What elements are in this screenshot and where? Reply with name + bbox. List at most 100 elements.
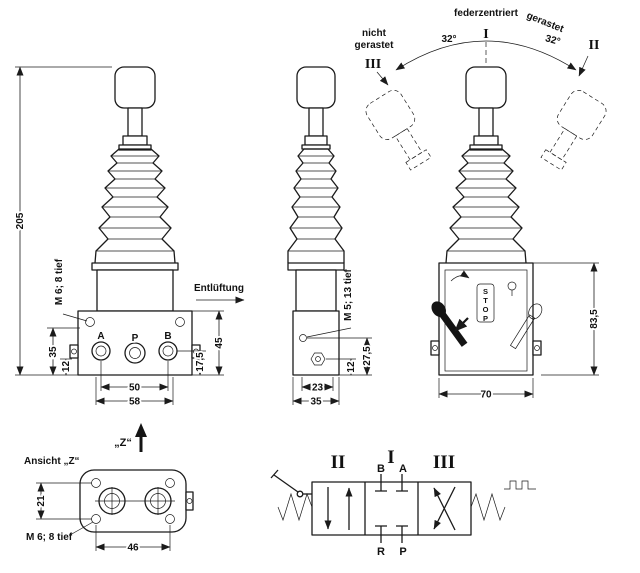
z-ref-label: „Z“ bbox=[114, 437, 132, 449]
front-dimensions: 205 M 6; 8 tief 35 12 45 17,5 50 bbox=[13, 66, 245, 452]
dim-46: 46 bbox=[127, 543, 139, 554]
port-b-inner bbox=[162, 345, 174, 357]
position-tab-left-hole bbox=[432, 345, 438, 351]
port-p-outer bbox=[124, 342, 146, 364]
schematic-i-label: I bbox=[387, 447, 394, 468]
z-view-tab-hole bbox=[186, 498, 193, 504]
front-body: A P B bbox=[69, 262, 201, 376]
side-block bbox=[292, 310, 340, 376]
dim-17-5: 17,5 bbox=[195, 352, 206, 372]
lever-tilted-right bbox=[540, 89, 607, 171]
side-body bbox=[287, 262, 345, 376]
position-joystick bbox=[445, 66, 527, 264]
front-ring bbox=[118, 144, 152, 151]
position-view: federzentriert I 32° 32° gerastet II nic… bbox=[355, 8, 607, 402]
dim-70: 70 bbox=[480, 390, 492, 401]
decal-lever-left-icon bbox=[431, 301, 468, 347]
lever-tilted-left bbox=[365, 89, 432, 171]
side-bellows bbox=[287, 148, 345, 263]
z-port-right-inner bbox=[150, 493, 166, 509]
schematic-port-r: R bbox=[377, 546, 385, 558]
port-a-label: A bbox=[97, 331, 104, 342]
side-joystick bbox=[287, 66, 345, 263]
decal-stop-box bbox=[476, 283, 495, 323]
z-arrow-head-icon bbox=[135, 423, 147, 437]
position-tab-left bbox=[430, 340, 440, 356]
dim-83-5: 83,5 bbox=[589, 309, 600, 329]
position-iii-label: III bbox=[365, 57, 381, 72]
decal-arrow-icon bbox=[450, 270, 470, 282]
position-bellows bbox=[445, 148, 527, 264]
front-hole-right bbox=[175, 317, 185, 327]
front-tab-left-hole bbox=[71, 348, 77, 355]
dim-35-front: 35 bbox=[48, 346, 59, 358]
front-nut bbox=[122, 135, 148, 146]
z-hole-bottom-right bbox=[165, 514, 175, 524]
z-view-thread-label: M 6; 8 tief bbox=[26, 532, 73, 543]
side-nut bbox=[304, 135, 328, 146]
position-tab-right-hole bbox=[534, 345, 540, 351]
no-detent-label-2: gerastet bbox=[355, 40, 395, 51]
position-knob bbox=[465, 66, 507, 109]
dim-35-side: 35 bbox=[310, 397, 322, 408]
front-bellows bbox=[94, 148, 176, 264]
front-plate bbox=[91, 262, 179, 271]
angle-right-label: 32° bbox=[544, 33, 561, 48]
lever-symbol-icon bbox=[270, 469, 312, 498]
dim-12-front: 12 bbox=[61, 361, 72, 373]
port-p-inner bbox=[129, 347, 141, 359]
z-view-tab bbox=[185, 491, 194, 511]
no-detent-label-1: nicht bbox=[362, 28, 387, 39]
side-cylinder bbox=[295, 269, 337, 312]
z-view: Ansicht „Z“ 21 46 M 6; 8 tief bbox=[24, 456, 194, 555]
spring-left-icon bbox=[277, 492, 313, 522]
side-vent-hex bbox=[310, 352, 326, 366]
front-cylinder bbox=[96, 269, 174, 312]
swing-arc bbox=[395, 40, 577, 71]
z-view-title: Ansicht „Z“ bbox=[24, 456, 80, 467]
front-thread-label: M 6; 8 tief bbox=[54, 258, 65, 305]
side-plate bbox=[287, 262, 345, 271]
front-hole-left bbox=[85, 317, 95, 327]
port-b-label: B bbox=[164, 331, 171, 342]
dim-205: 205 bbox=[15, 212, 26, 229]
schematic-port-p: P bbox=[399, 546, 406, 558]
side-knob bbox=[296, 66, 336, 109]
schematic-port-b: B bbox=[377, 463, 385, 475]
dim-50: 50 bbox=[129, 383, 141, 394]
dim-12-side: 12 bbox=[346, 361, 357, 373]
front-bellows-folds bbox=[96, 155, 174, 252]
valve-schematic: II I III B A R P bbox=[270, 447, 536, 558]
schematic-ii-label: II bbox=[331, 452, 346, 473]
angle-left-label: 32° bbox=[441, 34, 456, 45]
dim-27-5: 27,5 bbox=[362, 346, 373, 366]
front-tab-left bbox=[69, 344, 79, 359]
z-port-left-outer bbox=[98, 487, 126, 515]
dim-45: 45 bbox=[214, 337, 225, 349]
side-thread-hole bbox=[299, 334, 307, 342]
front-stem bbox=[127, 107, 143, 137]
port-a-inner bbox=[95, 345, 107, 357]
spring-right-icon bbox=[470, 492, 506, 522]
position-nut bbox=[473, 135, 499, 146]
side-stem bbox=[308, 107, 324, 137]
side-bellows-folds bbox=[288, 155, 344, 252]
detent-symbol-icon bbox=[504, 480, 536, 490]
dim-58: 58 bbox=[129, 397, 141, 408]
front-view: A P B 205 M 6; 8 tief 35 12 45 bbox=[13, 66, 245, 452]
vent-label: Entlüftung bbox=[194, 283, 244, 294]
blocked-center-icon bbox=[375, 482, 408, 535]
decal-stop-label: STOP bbox=[481, 287, 490, 323]
schematic-iii-label: III bbox=[433, 452, 455, 473]
decal-lever-right-icon bbox=[509, 303, 543, 350]
side-dimensions: M 5; 13 tief 27,5 12 23 35 bbox=[292, 268, 375, 409]
spring-centered-label: federzentriert bbox=[454, 8, 519, 19]
port-a-outer bbox=[91, 341, 111, 361]
dim-21: 21 bbox=[36, 495, 47, 507]
decal-push-arrow-icon bbox=[454, 317, 469, 332]
dim-23: 23 bbox=[312, 383, 324, 394]
position-tab-right bbox=[532, 340, 542, 356]
front-knob bbox=[114, 66, 156, 109]
position-ring bbox=[469, 144, 503, 151]
